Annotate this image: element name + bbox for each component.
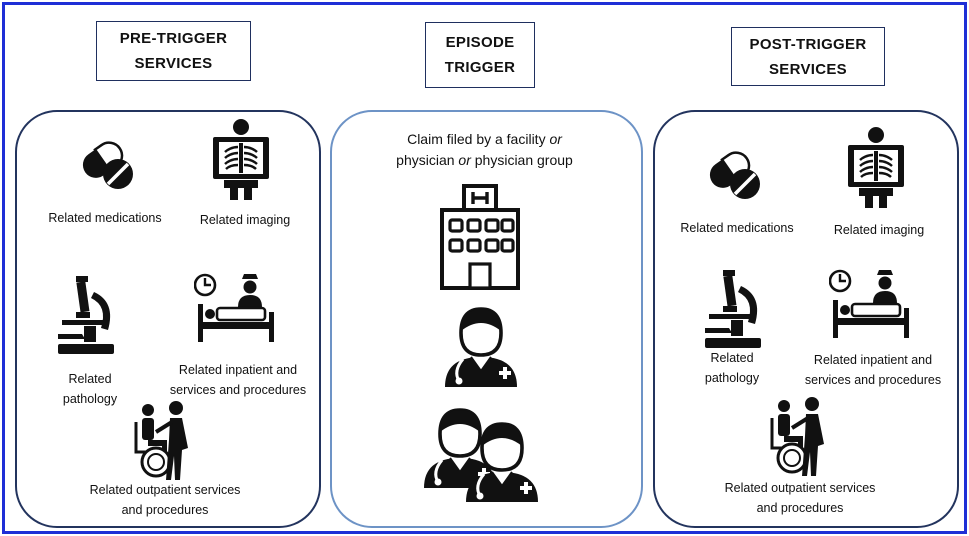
post-outpatient-label: Related outpatient services and procedur…: [724, 481, 876, 515]
post-inpatient-label: Related inpatient and services and proce…: [804, 353, 942, 387]
microscope-icon: [701, 268, 765, 350]
pre-inpatient-label: Related inpatient and services and proce…: [169, 363, 307, 397]
pre-outpatient-label: Related outpatient services and procedur…: [89, 483, 241, 517]
claim-text-line2: physician or physician group: [396, 152, 573, 168]
post-trigger-header: POST-TRIGGER SERVICES: [731, 27, 885, 86]
microscope-icon: [54, 274, 118, 356]
xray-icon: [210, 118, 272, 202]
wheelchair-icon: [132, 396, 206, 482]
post-imaging-label: Related imaging: [833, 223, 925, 237]
wheelchair-icon: [768, 392, 842, 478]
post-pathology-label: Related pathology: [704, 351, 760, 385]
hospital-bed-icon: [194, 272, 278, 344]
episode-trigger-header: EPISODE TRIGGER: [425, 22, 535, 88]
post-trigger-title: POST-TRIGGER SERVICES: [749, 35, 867, 78]
physician-group-icon: [420, 404, 542, 504]
pill-icon: [703, 146, 763, 202]
pre-medications-label: Related medications: [48, 211, 162, 225]
xray-icon: [845, 126, 907, 210]
physician-icon: [441, 303, 521, 387]
post-medications-label: Related medications: [680, 221, 794, 235]
pre-imaging-label: Related imaging: [199, 213, 291, 227]
episode-trigger-title: EPISODE TRIGGER: [444, 34, 516, 76]
hospital-bed-icon: [829, 268, 913, 340]
pill-icon: [76, 136, 136, 192]
pre-trigger-title: PRE-TRIGGER SERVICES: [119, 30, 228, 72]
hospital-building-icon: [434, 184, 526, 292]
pre-trigger-header: PRE-TRIGGER SERVICES: [96, 21, 251, 81]
claim-text-line1: Claim filed by a facility or: [407, 131, 562, 147]
pre-pathology-label: Related pathology: [62, 372, 118, 406]
